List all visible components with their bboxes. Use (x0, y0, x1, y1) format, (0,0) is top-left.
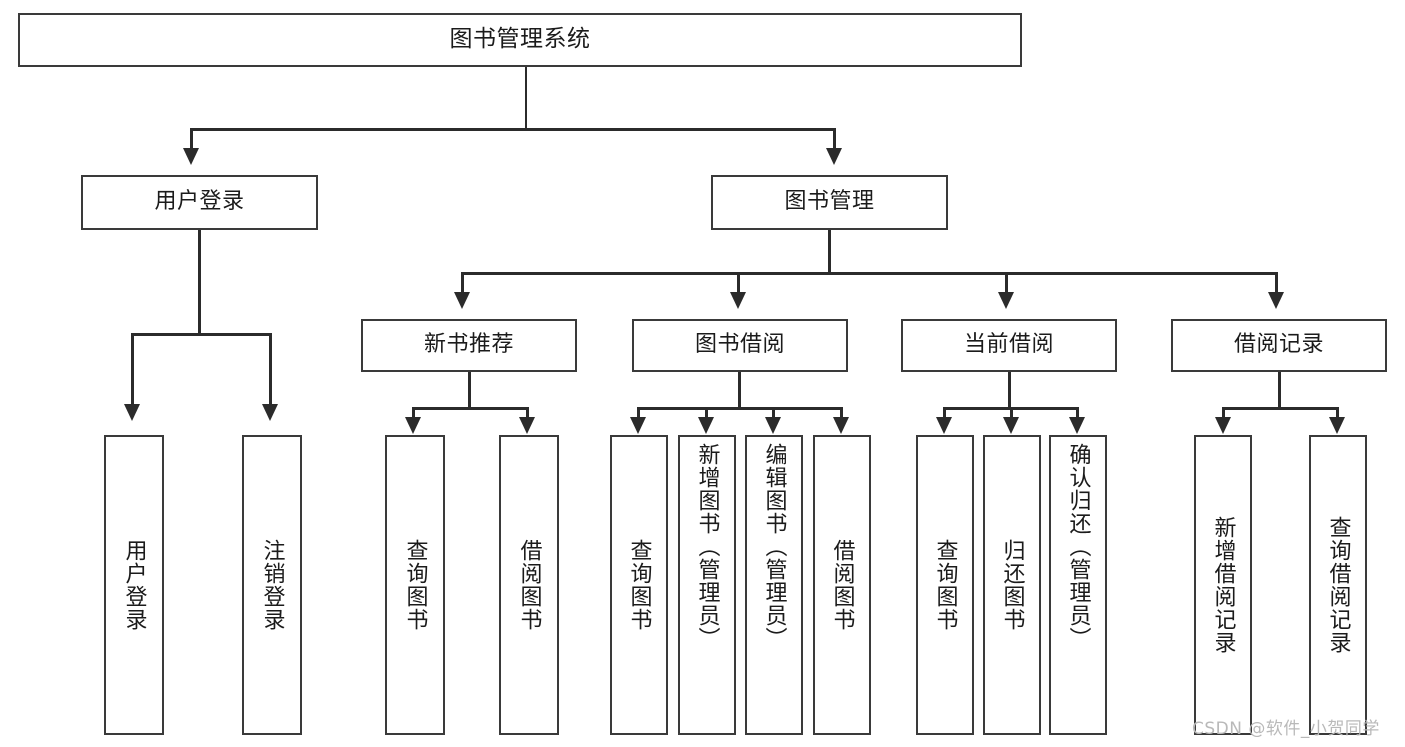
arrowhead-leaf-query-record (1329, 417, 1345, 434)
connector-root-to-book-manage (833, 128, 836, 150)
leaf-user-login[interactable]: 用户登录 (104, 435, 164, 735)
arrowhead-leaf-return-book (1003, 417, 1019, 434)
connector-new-book-drop-2 (526, 407, 529, 419)
connector-borrow-record-drop-2 (1336, 407, 1339, 419)
node-book-manage[interactable]: 图书管理 (711, 175, 948, 230)
arrowhead-leaf-confirm-return (1069, 417, 1085, 434)
connector-current-borrow-stem (1008, 372, 1011, 409)
arrowhead-book-manage (826, 148, 842, 165)
leaf-add-book[interactable]: 新增图书（管理员） (678, 435, 736, 735)
connector-to-new-book (461, 272, 464, 294)
arrowhead-leaf-edit-book (765, 417, 781, 434)
leaf-user-login-label: 用户登录 (121, 539, 147, 631)
connector-user-login-drop-2 (269, 333, 272, 405)
node-book-borrow-label: 图书借阅 (694, 332, 785, 358)
node-borrow-record[interactable]: 借阅记录 (1171, 319, 1387, 372)
connector-root-bus (190, 128, 836, 131)
arrowhead-leaf-add-book (698, 417, 714, 434)
node-current-borrow-label: 当前借阅 (963, 332, 1054, 358)
node-root-label: 图书管理系统 (449, 26, 591, 53)
connector-book-borrow-stem (738, 372, 741, 409)
connector-current-borrow-drop-3 (1076, 407, 1079, 419)
leaf-borrow-book-recommend-label: 借阅图书 (516, 539, 542, 631)
arrowhead-borrow-record (1268, 292, 1284, 309)
arrowhead-book-borrow (730, 292, 746, 309)
arrowhead-leaf-user-login (124, 404, 140, 421)
leaf-query-book-recommend[interactable]: 查询图书 (385, 435, 445, 735)
leaf-query-borrow-record-label: 查询借阅记录 (1325, 516, 1351, 654)
connector-book-manage-stem (828, 230, 831, 274)
node-new-book-recommend[interactable]: 新书推荐 (361, 319, 577, 372)
arrowhead-leaf-borrow-book-2 (833, 417, 849, 434)
leaf-query-book-current[interactable]: 查询图书 (916, 435, 974, 735)
leaf-return-book-label: 归还图书 (999, 539, 1025, 631)
connector-root-stem (525, 67, 527, 129)
leaf-logout-label: 注销登录 (259, 539, 285, 631)
connector-book-borrow-drop-1 (637, 407, 640, 419)
connector-user-login-stem (198, 230, 201, 334)
connector-to-book-borrow (737, 272, 740, 294)
watermark-text: CSDN @软件_小贺同学 (1192, 719, 1380, 739)
leaf-add-borrow-record-label: 新增借阅记录 (1210, 516, 1236, 654)
connector-book-borrow-drop-2 (705, 407, 708, 419)
connector-book-borrow-drop-3 (772, 407, 775, 419)
leaf-query-borrow-record[interactable]: 查询借阅记录 (1309, 435, 1367, 735)
connector-new-book-bus (412, 407, 529, 410)
connector-borrow-record-bus (1222, 407, 1339, 410)
connector-current-borrow-drop-1 (943, 407, 946, 419)
connector-new-book-stem (468, 372, 471, 409)
leaf-query-book-borrow-label: 查询图书 (626, 539, 652, 631)
arrowhead-leaf-query-book-3 (936, 417, 952, 434)
leaf-confirm-return[interactable]: 确认归还（管理员） (1049, 435, 1107, 735)
node-new-book-recommend-label: 新书推荐 (423, 332, 514, 358)
connector-book-borrow-bus (637, 407, 843, 410)
connector-to-borrow-record (1275, 272, 1278, 294)
connector-to-current-borrow (1005, 272, 1008, 294)
leaf-return-book[interactable]: 归还图书 (983, 435, 1041, 735)
leaf-query-book-recommend-label: 查询图书 (402, 539, 428, 631)
connector-book-manage-bus (461, 272, 1278, 275)
leaf-logout[interactable]: 注销登录 (242, 435, 302, 735)
connector-user-login-drop-1 (131, 333, 134, 405)
leaf-add-borrow-record[interactable]: 新增借阅记录 (1194, 435, 1252, 735)
arrowhead-current-borrow (998, 292, 1014, 309)
connector-root-to-user-login (190, 128, 193, 150)
node-user-login[interactable]: 用户登录 (81, 175, 318, 230)
connector-current-borrow-drop-2 (1010, 407, 1013, 419)
connector-user-login-bus (131, 333, 271, 336)
leaf-query-book-current-label: 查询图书 (932, 539, 958, 631)
arrowhead-new-book-recommend (454, 292, 470, 309)
leaf-edit-book-label: 编辑图书（管理员） (761, 443, 787, 650)
arrowhead-leaf-borrow-book-1 (519, 417, 535, 434)
leaf-borrow-book-label: 借阅图书 (829, 539, 855, 631)
node-current-borrow[interactable]: 当前借阅 (901, 319, 1117, 372)
leaf-borrow-book-recommend[interactable]: 借阅图书 (499, 435, 559, 735)
arrowhead-leaf-add-record (1215, 417, 1231, 434)
connector-borrow-record-drop-1 (1222, 407, 1225, 419)
arrowhead-leaf-query-book-2 (630, 417, 646, 434)
arrowhead-leaf-logout (262, 404, 278, 421)
connector-book-borrow-drop-4 (840, 407, 843, 419)
leaf-borrow-book[interactable]: 借阅图书 (813, 435, 871, 735)
leaf-confirm-return-label: 确认归还（管理员） (1065, 443, 1091, 650)
arrowhead-user-login (183, 148, 199, 165)
connector-new-book-drop-1 (412, 407, 415, 419)
node-root-system[interactable]: 图书管理系统 (18, 13, 1022, 67)
arrowhead-leaf-query-book-1 (405, 417, 421, 434)
leaf-add-book-label: 新增图书（管理员） (694, 443, 720, 650)
connector-borrow-record-stem (1278, 372, 1281, 409)
node-user-login-label: 用户登录 (154, 189, 245, 215)
node-book-manage-label: 图书管理 (784, 189, 875, 215)
node-book-borrow[interactable]: 图书借阅 (632, 319, 848, 372)
leaf-query-book-borrow[interactable]: 查询图书 (610, 435, 668, 735)
leaf-edit-book[interactable]: 编辑图书（管理员） (745, 435, 803, 735)
node-borrow-record-label: 借阅记录 (1233, 332, 1324, 358)
